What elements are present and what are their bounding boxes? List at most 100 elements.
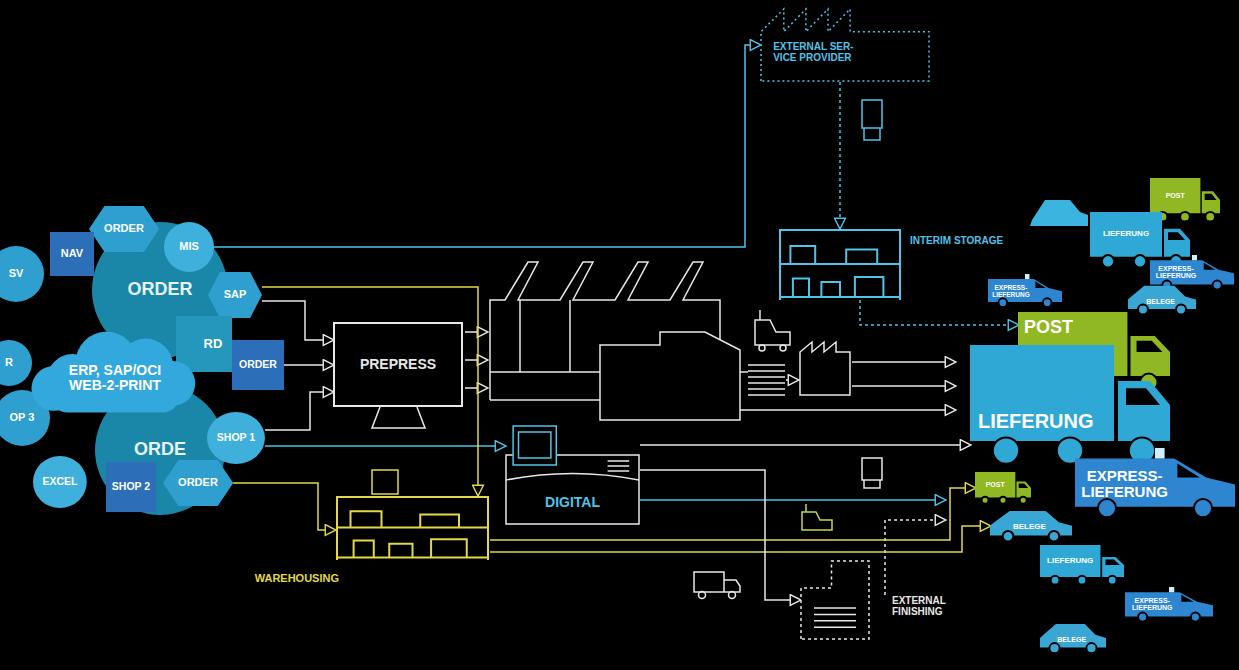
shape-part: [1106, 559, 1120, 565]
external-provider: EXTERNAL SER- VICE PROVIDER: [760, 8, 930, 82]
flow-connector: [214, 45, 760, 247]
label-box: EXTERNAL FINISHING: [892, 596, 946, 619]
shape-part: [1102, 255, 1114, 267]
shape-part: [1205, 212, 1215, 222]
finishing-building-outline: [800, 560, 870, 640]
press-detail: [490, 300, 600, 372]
digital-press: DIGITAL: [505, 425, 640, 525]
label-box: POST: [975, 472, 1015, 498]
shape-part: [982, 497, 989, 504]
truck-wheel: [729, 592, 736, 599]
shape-part: [970, 345, 1114, 441]
shape-part: [513, 426, 556, 465]
shape-part: [1049, 643, 1059, 653]
system-hexagon: SAP: [208, 272, 262, 318]
shop-square: SHOP 2: [106, 462, 156, 512]
prepress-stand: [372, 407, 425, 428]
node-label: RD: [204, 337, 223, 351]
shape-part: [780, 230, 900, 300]
shape-part: [608, 461, 630, 471]
shape-part: [1020, 497, 1027, 504]
forklift-icon: [755, 310, 790, 345]
node-label: EXTERNAL SER- VICE PROVIDER: [773, 42, 868, 64]
label-box: R: [0, 347, 27, 379]
shape-part: [1086, 643, 1096, 653]
shape-part: [1176, 305, 1186, 315]
shape-part: [50, 232, 94, 276]
node-label: SHOP 1: [217, 432, 255, 443]
delivery-truck-outline: [1090, 212, 1190, 268]
prepress-box: PREPRESS: [333, 322, 463, 407]
node-label: WAREHOUSING: [255, 573, 339, 585]
flow-connector: [262, 301, 333, 340]
label-box: BELEGE: [1040, 632, 1103, 648]
express-van: EXPRESS- LIEFERUNG: [1075, 448, 1235, 518]
shape-part: [164, 222, 214, 272]
shape-part: [163, 460, 233, 506]
label-box: BELEGE: [1128, 294, 1193, 310]
shape-part: [1150, 260, 1234, 284]
shape-part: [998, 299, 1007, 308]
shape-part: [1137, 341, 1163, 352]
shape-part: [988, 279, 1062, 302]
shape-part: [1130, 336, 1170, 376]
system-square: NAV: [50, 232, 94, 276]
interim-storage: INTERIM STORAGE: [778, 228, 902, 300]
shape-part: [337, 497, 488, 560]
shape-part: [1040, 624, 1106, 648]
shape-part: [1177, 463, 1199, 477]
shape-part: [801, 561, 869, 639]
shape-part: [1108, 576, 1117, 585]
shape-part: [351, 511, 467, 557]
shape-part: [790, 246, 883, 297]
node-label: ORDER: [239, 359, 277, 370]
system-circle: MIS: [164, 222, 214, 272]
system-circle: R: [0, 340, 32, 386]
factory-icon: [800, 342, 850, 395]
node-label: MIS: [179, 241, 199, 253]
shape-part: [990, 511, 1072, 536]
node-label: DIGITAL: [545, 495, 600, 510]
shape-part: [106, 462, 156, 512]
flow-connector: [640, 444, 970, 446]
paper-stack: [740, 365, 785, 395]
node-label: EXPRESS- LIEFERUNG: [992, 284, 1030, 298]
delivery-truck: LIEFERUNG: [1090, 212, 1190, 268]
shape-part: [1180, 212, 1190, 222]
node-label: BELEGE: [1057, 636, 1086, 644]
truck-icon: [862, 458, 882, 488]
shape-part: [1134, 255, 1146, 267]
node-label: ERP, SAP/OCI WEB-2-PRINT: [53, 363, 178, 393]
shape-part: [1118, 381, 1170, 441]
shape-part: [1181, 594, 1193, 601]
shape-part: [1155, 448, 1165, 459]
shape-part: [1098, 499, 1116, 517]
shape-part: [1150, 178, 1200, 213]
shape-part: [1128, 286, 1196, 309]
warehouse-shelf-outline: [335, 495, 490, 560]
label-box: SHOP 2: [106, 462, 156, 512]
flow-connector: [265, 445, 505, 447]
label-box: DIGITAL: [505, 483, 640, 523]
delivery-truck-outline: [970, 345, 1170, 465]
label-box: SV: [0, 254, 38, 293]
shape-part: [1204, 262, 1216, 269]
node-label: OP 3: [10, 412, 35, 424]
shape-part: [1192, 255, 1197, 260]
node-label: EXPRESS- LIEFERUNG: [1132, 597, 1172, 612]
node-label: EXCEL: [42, 476, 77, 487]
shape-part: [1078, 576, 1087, 585]
shape-part: [1213, 280, 1222, 289]
node-label: POST: [986, 481, 1005, 489]
label-box: LIEFERUNG: [1090, 212, 1162, 257]
shape-part: [1138, 305, 1148, 315]
truck-icon: [862, 100, 882, 140]
flow-connector: [860, 300, 1018, 325]
node-label: LIEFERUNG: [1047, 557, 1093, 566]
label-box: NAV: [50, 232, 94, 276]
forklift-icon: [802, 504, 832, 530]
flow-connector: [640, 470, 800, 600]
shape-part: [1016, 482, 1031, 498]
flow-arrow: [465, 331, 487, 333]
forklift-wheel: [780, 345, 786, 351]
